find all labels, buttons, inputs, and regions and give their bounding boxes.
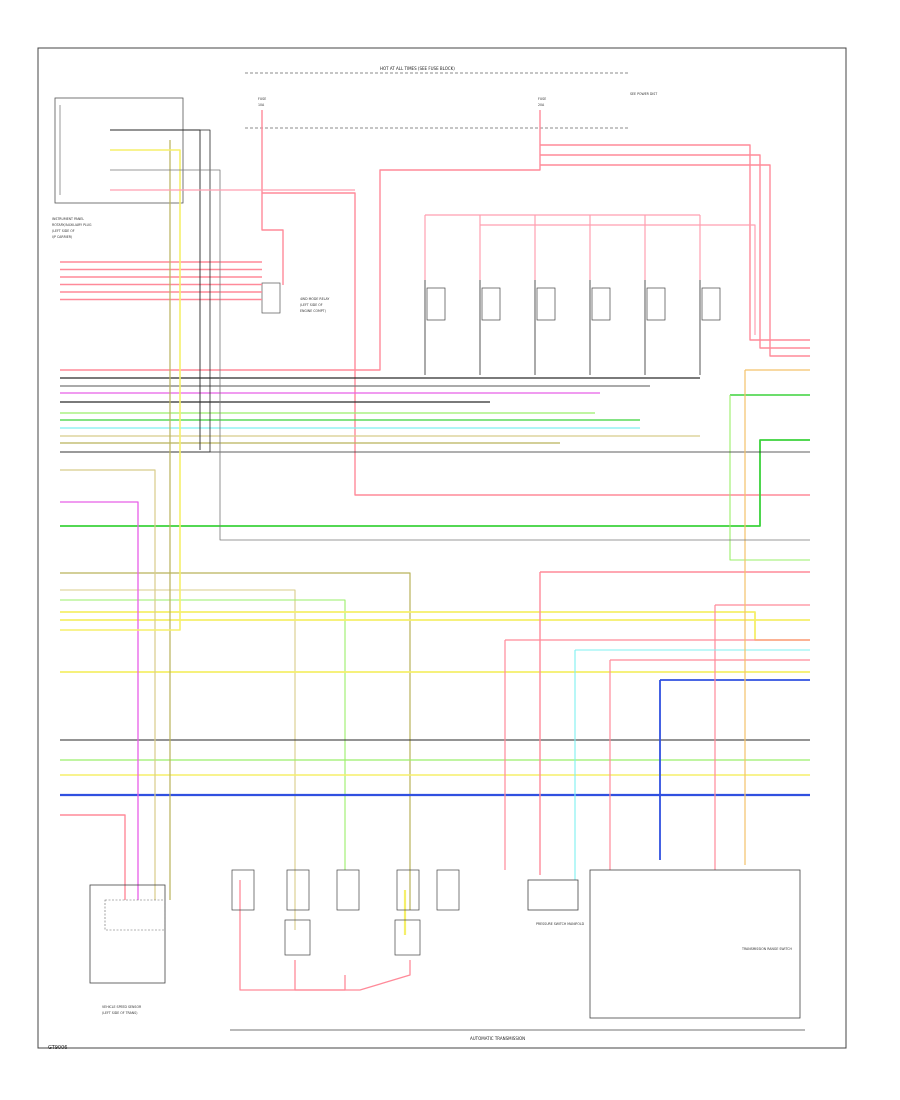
top-fuse-left-rating: 10A xyxy=(258,103,265,107)
wire-red-loop-2 xyxy=(294,960,411,991)
psm-label: PRESSURE SWITCH MANIFOLD xyxy=(536,922,585,926)
ip-connector-label-4: I/P CARRIER) xyxy=(52,235,72,239)
top-right-note: SEE POWER DIST xyxy=(630,92,657,96)
switch-icon xyxy=(591,287,611,321)
ip-connector-label-1: INSTRUMENT PANEL xyxy=(52,217,84,221)
relay-icon xyxy=(394,919,421,956)
wire-red-loop-1 xyxy=(239,880,346,991)
relay-icon xyxy=(284,919,311,956)
top-bus-label: HOT AT ALL TIMES (SEE FUSE BLOCK) xyxy=(380,66,455,71)
bottom-bar: AUTOMATIC TRANSMISSION xyxy=(230,1029,805,1041)
solenoid-icon xyxy=(286,869,310,911)
solenoid-icon xyxy=(436,869,460,911)
mode-relay: 4WD MODE RELAY (LEFT SIDE OF ENGINE COMP… xyxy=(261,282,329,314)
wire-red-vss xyxy=(60,814,126,900)
solenoid-icon xyxy=(396,869,420,911)
wire-lgreen-down xyxy=(60,599,346,870)
ip-connector-label-3: (LEFT SIDE OF xyxy=(52,229,75,233)
wire-layer xyxy=(60,110,810,991)
wire-gray-top xyxy=(110,169,810,541)
wire-black-up xyxy=(60,129,211,453)
diagram-border xyxy=(37,47,847,1049)
trans-range-switch-box xyxy=(589,869,801,1019)
mode-relay-label-1: 4WD MODE RELAY xyxy=(300,297,329,301)
wire-red-right-1 xyxy=(540,144,810,341)
vss-label: VEHICLE SPEED SENSOR xyxy=(102,1005,142,1009)
switch-layer xyxy=(231,287,721,956)
wire-dyellow-down xyxy=(60,572,411,910)
top-bus: HOT AT ALL TIMES (SEE FUSE BLOCK) FUSE 1… xyxy=(245,66,657,129)
wire-violet-vss xyxy=(60,501,139,900)
wire-black-top xyxy=(110,129,201,450)
mode-relay-label-2: (LEFT SIDE OF xyxy=(300,303,323,307)
solenoid-icon xyxy=(231,869,255,911)
wire-red-relay xyxy=(261,193,284,285)
wire-tan-vss xyxy=(60,469,156,900)
ip-connector-label-2: ROTARY/AUXILIARY PLUG xyxy=(52,223,92,227)
wire-red-left-bus xyxy=(60,110,541,371)
footer-id: GT9006 xyxy=(48,1045,68,1051)
switch-icon xyxy=(701,287,721,321)
wire-lgreen-right xyxy=(729,395,810,561)
wire-red-fuse-feed xyxy=(261,110,810,496)
ip-connector-block: INSTRUMENT PANEL ROTARY/AUXILIARY PLUG (… xyxy=(52,97,184,239)
trs-label: TRANSMISSION RANGE SWITCH xyxy=(741,947,792,951)
vehicle-speed-sensor: VEHICLE SPEED SENSOR (LEFT SIDE OF TRANS… xyxy=(89,884,166,1015)
wire-red-right-2 xyxy=(540,154,810,349)
switch-icon xyxy=(426,287,446,321)
top-fuse-right-label: FUSE xyxy=(538,97,546,101)
top-fuse-right-rating: 20A xyxy=(538,103,545,107)
wire-yellow-1 xyxy=(60,611,810,641)
mode-relay-label-3: ENGINE COMPT) xyxy=(300,309,326,313)
pressure-switch-manifold: PRESSURE SWITCH MANIFOLD TRANSMISSION RA… xyxy=(527,869,801,1019)
bottom-bar-label: AUTOMATIC TRANSMISSION xyxy=(470,1036,525,1041)
solenoid-icon xyxy=(336,869,360,911)
wire-yellow-top xyxy=(60,149,181,631)
wire-red-right-3 xyxy=(540,164,810,357)
switch-icon xyxy=(481,287,501,321)
top-fuse-left-label: FUSE xyxy=(258,97,266,101)
vss-label-2: (LEFT SIDE OF TRANS) xyxy=(102,1011,137,1015)
switch-icon xyxy=(646,287,666,321)
wire-pink-solenoid-bus-2 xyxy=(480,224,756,335)
wire-green-long xyxy=(60,439,810,527)
switch-icon xyxy=(536,287,556,321)
